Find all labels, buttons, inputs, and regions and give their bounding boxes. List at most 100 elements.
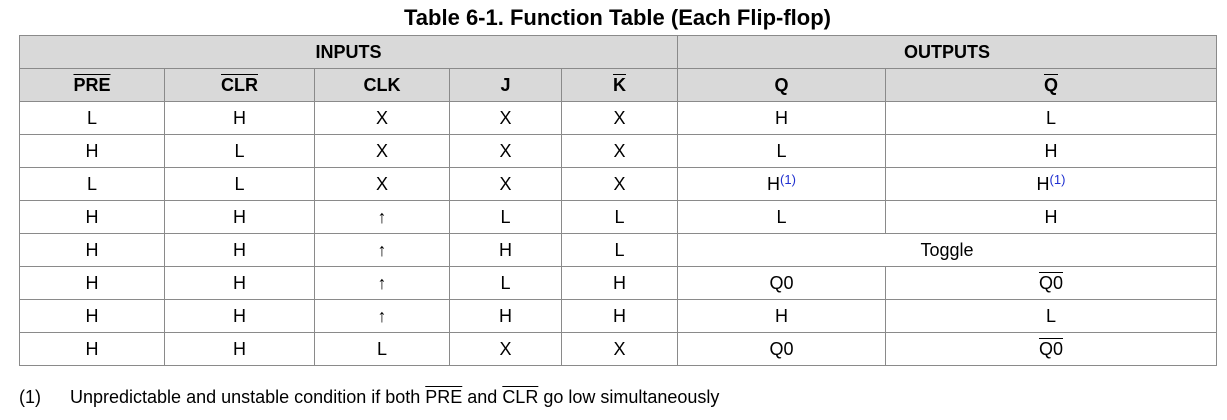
footnote-text-before: Unpredictable and unstable condition if … <box>70 387 426 407</box>
cell-j: X <box>449 101 562 135</box>
cell-j: X <box>449 134 562 168</box>
column-header-row: PRE CLR CLK J K Q Q <box>19 68 1217 102</box>
cell-q-value: H <box>775 306 788 326</box>
qbar-header: Q <box>885 68 1217 102</box>
cell-pre: H <box>19 233 165 267</box>
k-header-label: K <box>613 75 626 95</box>
cell-qbar-value: Q0 <box>1038 273 1063 293</box>
footnote-term-pre: PRE <box>425 387 463 407</box>
cell-q-value: H <box>775 108 788 128</box>
cell-q: L <box>677 200 886 234</box>
clr-header-label: CLR <box>221 75 258 95</box>
cell-k: H <box>561 266 678 300</box>
cell-clr: H <box>164 101 315 135</box>
clk-header-label: CLK <box>363 75 401 95</box>
cell-clr: H <box>164 266 315 300</box>
cell-q: H <box>677 101 886 135</box>
footnote-marker: (1) <box>19 387 41 407</box>
cell-k: X <box>561 332 678 366</box>
footnote-text-mid: and <box>462 387 503 407</box>
footnote: (1) Unpredictable and unstable condition … <box>19 386 719 408</box>
cell-j: H <box>449 299 562 333</box>
cell-pre: L <box>19 167 165 201</box>
cell-q: L <box>677 134 886 168</box>
cell-k: X <box>561 101 678 135</box>
outputs-group-header: OUTPUTS <box>677 35 1217 69</box>
cell-qbar: Q0 <box>885 332 1217 366</box>
cell-clr: H <box>164 200 315 234</box>
cell-clk: ↑ <box>314 200 450 234</box>
cell-q: H(1) <box>677 167 886 201</box>
inputs-group-header: INPUTS <box>19 35 678 69</box>
cell-q-value: L <box>776 207 787 227</box>
cell-k: H <box>561 299 678 333</box>
clr-header: CLR <box>164 68 315 102</box>
footnote-reference-link[interactable]: (1) <box>780 172 796 187</box>
k-header: K <box>561 68 678 102</box>
pre-header-label: PRE <box>73 75 111 95</box>
cell-qbar: H <box>885 134 1217 168</box>
j-header: J <box>449 68 562 102</box>
cell-j: L <box>449 266 562 300</box>
cell-clk: X <box>314 167 450 201</box>
cell-pre: H <box>19 299 165 333</box>
footnote-reference-link[interactable]: (1) <box>1049 172 1066 187</box>
cell-clk: L <box>314 332 450 366</box>
q-header-label: Q <box>774 75 789 95</box>
qbar-header-label: Q <box>1043 75 1058 95</box>
cell-qbar-value: L <box>1045 108 1056 128</box>
cell-q: Q0 <box>677 332 886 366</box>
cell-pre: H <box>19 134 165 168</box>
cell-output-merged: Toggle <box>677 233 1217 267</box>
cell-q-value: Q0 <box>769 339 794 359</box>
cell-clr: H <box>164 233 315 267</box>
cell-clr: H <box>164 332 315 366</box>
cell-q-value: L <box>776 141 787 161</box>
cell-q: H <box>677 299 886 333</box>
cell-pre: H <box>19 332 165 366</box>
cell-qbar-value: L <box>1045 306 1056 326</box>
clk-header: CLK <box>314 68 450 102</box>
cell-qbar: H(1) <box>885 167 1217 201</box>
cell-clk: X <box>314 134 450 168</box>
table-title: Table 6-1. Function Table (Each Flip-flo… <box>404 5 831 30</box>
cell-k: X <box>561 167 678 201</box>
cell-clk: ↑ <box>314 299 450 333</box>
cell-q-value: Q0 <box>769 273 794 293</box>
cell-qbar: L <box>885 299 1217 333</box>
cell-pre: L <box>19 101 165 135</box>
cell-pre: H <box>19 200 165 234</box>
cell-qbar-value: H <box>1036 174 1050 194</box>
cell-clk: X <box>314 101 450 135</box>
footnote-term-clr: CLR <box>502 387 539 407</box>
cell-k: L <box>561 233 678 267</box>
cell-q-value: H <box>767 174 781 194</box>
cell-qbar-value: H <box>1044 141 1058 161</box>
cell-j: X <box>449 167 562 201</box>
cell-qbar: Q0 <box>885 266 1217 300</box>
footnote-text-after: go low simultaneously <box>538 387 720 407</box>
cell-k: L <box>561 200 678 234</box>
cell-j: H <box>449 233 562 267</box>
cell-j: L <box>449 200 562 234</box>
cell-clr: L <box>164 167 315 201</box>
cell-qbar-value: H <box>1044 207 1058 227</box>
j-header-label: J <box>500 75 511 95</box>
cell-k: X <box>561 134 678 168</box>
cell-qbar: H <box>885 200 1217 234</box>
cell-j: X <box>449 332 562 366</box>
cell-qbar-value: Q0 <box>1038 339 1063 359</box>
pre-header: PRE <box>19 68 165 102</box>
cell-pre: H <box>19 266 165 300</box>
cell-clk: ↑ <box>314 233 450 267</box>
q-header: Q <box>677 68 886 102</box>
